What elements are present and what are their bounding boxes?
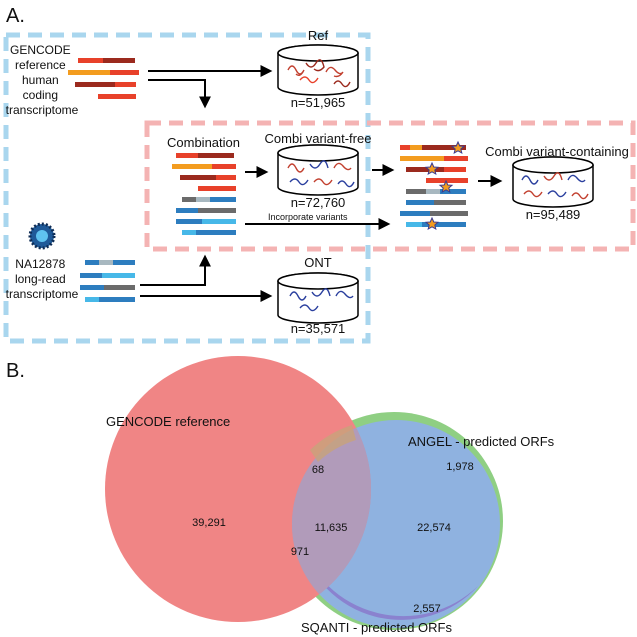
combi-containing-db-count: n=95,489 <box>526 207 581 222</box>
combi-free-db-count: n=72,760 <box>291 195 346 210</box>
arrow-gencode-to-combination <box>148 79 211 109</box>
variant-star-icons <box>424 140 466 231</box>
venn-count-angel-only: 1,978 <box>446 461 474 473</box>
ont-source-label: NA12878 long-read transcriptome <box>6 257 79 301</box>
combi-containing-db-title: Combi variant-containing <box>485 144 629 159</box>
panel-a-label: A. <box>6 5 25 27</box>
flow-arrows <box>140 65 503 302</box>
ref-protein-structures <box>287 59 351 88</box>
ref-db-count: n=51,965 <box>291 95 346 110</box>
incorporate-variants-label: Incorporate variants <box>268 212 348 222</box>
venn-gencode-angel-sliver <box>310 425 356 462</box>
gencode-source-label: GENCODE reference human coding transcrip… <box>6 43 79 117</box>
combi-variant-free-database <box>277 144 359 196</box>
combi-containing-protein-structures <box>521 172 589 200</box>
combination-transcript-bars <box>172 153 236 235</box>
ont-db-count: n=35,571 <box>291 321 346 336</box>
ont-transcript-bars <box>80 260 135 302</box>
panel-b-label: B. <box>6 360 25 382</box>
combi-free-protein-structures <box>287 160 355 188</box>
source-frame-blue <box>3 32 371 344</box>
venn-sqanti-only-crescent <box>300 540 478 620</box>
venn-diagram <box>105 356 503 630</box>
combi-free-db-title: Combi variant-free <box>265 131 372 146</box>
combination-frame-pink <box>144 120 636 252</box>
venn-gencode-label: GENCODE reference <box>106 414 230 429</box>
venn-sqanti-label: SQANTI - predicted ORFs <box>301 620 452 635</box>
cell-icon <box>28 222 56 250</box>
combination-label: Combination <box>167 135 240 150</box>
venn-count-gencode-sqanti: 971 <box>291 546 309 558</box>
venn-count-sqanti-only: 2,557 <box>413 603 441 615</box>
venn-count-gencode-only: 39,291 <box>192 517 226 529</box>
variant-transcript-bars <box>400 145 468 227</box>
ont-database <box>277 272 359 324</box>
venn-angel-label: ANGEL - predicted ORFs <box>408 434 555 449</box>
venn-count-angel-sqanti: 22,574 <box>417 522 451 534</box>
ont-protein-structures <box>289 288 354 312</box>
venn-count-gencode-angel: 68 <box>312 464 324 476</box>
ref-db-title: Ref <box>308 28 329 43</box>
venn-count-all-three: 11,635 <box>315 522 348 534</box>
ont-db-title: ONT <box>304 255 332 270</box>
gencode-transcript-bars <box>68 58 139 99</box>
arrow-ont-to-combination <box>140 254 211 286</box>
